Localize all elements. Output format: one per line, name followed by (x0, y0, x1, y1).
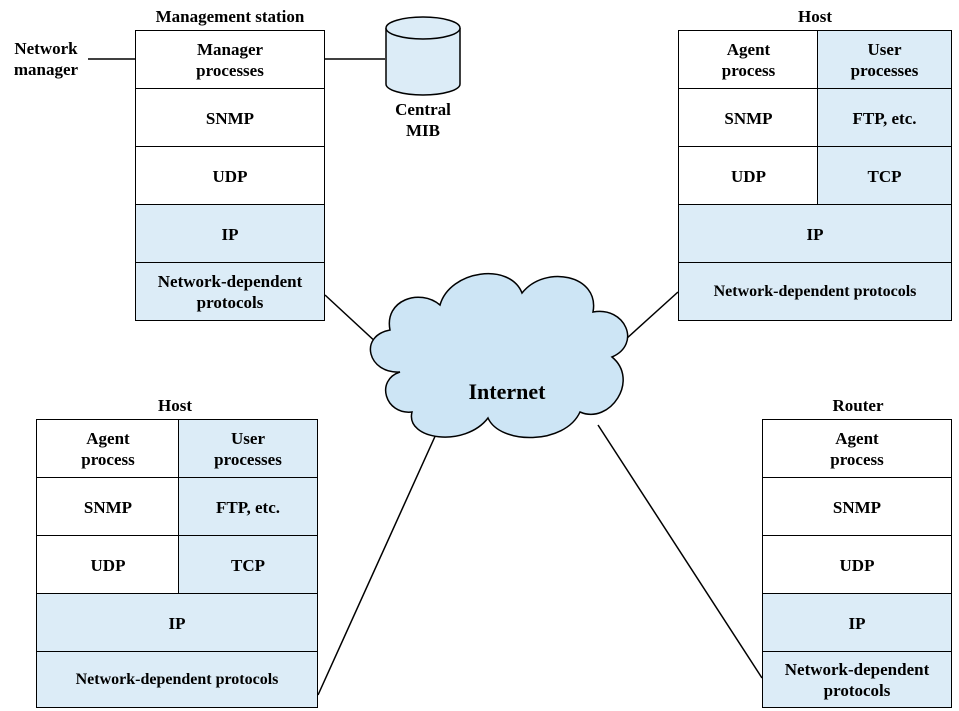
snmp-cell: SNMP (36, 477, 180, 537)
manager-processes-layer: Manager processes (135, 30, 325, 90)
ip-layer: IP (135, 204, 325, 264)
udp-cell: UDP (678, 146, 819, 206)
host-bottom-stack: Agent process User processes SNMP FTP, e… (36, 419, 318, 708)
central-mib-cylinder (385, 16, 461, 96)
router-title: Router (832, 396, 884, 415)
ftp-cell: FTP, etc. (178, 477, 318, 537)
user-processes-cell: User processes (178, 419, 318, 479)
internet-label: Internet (468, 379, 546, 404)
ip-layer: IP (36, 593, 318, 653)
udp-cell: UDP (36, 535, 180, 595)
link-host-bottom (317, 431, 438, 696)
ip-layer: IP (762, 593, 952, 653)
udp-layer: UDP (135, 146, 325, 206)
ftp-cell: FTP, etc. (817, 88, 952, 148)
snmp-cell: SNMP (678, 88, 819, 148)
agent-process-cell: Agent process (678, 30, 819, 90)
router-stack: Agent process SNMP UDP IP Network-depend… (762, 419, 952, 708)
network-dependent-layer: Network-dependent protocols (36, 651, 318, 708)
management-station-stack: Manager processes SNMP UDP IP Network-de… (135, 30, 325, 321)
internet-cloud (369, 272, 629, 439)
link-router (597, 424, 763, 679)
udp-layer: UDP (762, 535, 952, 595)
host-bottom-title: Host (158, 396, 192, 415)
tcp-cell: TCP (178, 535, 318, 595)
network-dependent-layer: Network-dependent protocols (762, 651, 952, 708)
tcp-cell: TCP (817, 146, 952, 206)
network-dependent-layer: Network-dependent protocols (135, 262, 325, 321)
host-top-title: Host (798, 7, 832, 26)
agent-process-cell: Agent process (36, 419, 180, 479)
ip-layer: IP (678, 204, 952, 264)
network-dependent-layer: Network-dependent protocols (678, 262, 952, 321)
network-manager-label: Network manager (13, 39, 79, 79)
host-top-stack: Agent process User processes SNMP FTP, e… (678, 30, 952, 321)
snmp-layer: SNMP (135, 88, 325, 148)
snmp-layer: SNMP (762, 477, 952, 537)
agent-process-layer: Agent process (762, 419, 952, 479)
management-station-title: Management station (155, 7, 305, 26)
user-processes-cell: User processes (817, 30, 952, 90)
central-mib-label: Central MIB (395, 100, 451, 140)
